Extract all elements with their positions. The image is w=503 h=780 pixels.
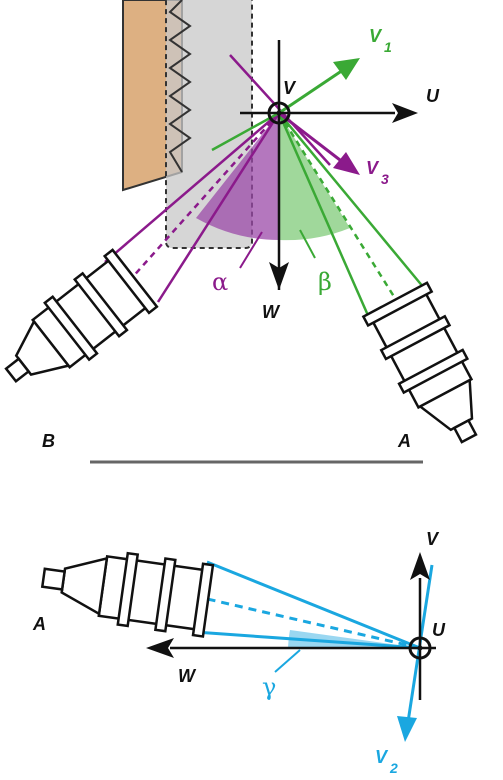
camera-a-top-body bbox=[361, 281, 478, 444]
top-w-axis-label: W bbox=[262, 302, 281, 322]
bottom-u-axis-label: U bbox=[432, 620, 446, 640]
bottom-v-axis-arrowhead bbox=[410, 552, 430, 580]
gamma-wedge bbox=[288, 630, 420, 648]
top-axes bbox=[240, 40, 395, 290]
camera-a-bottom-rays bbox=[194, 560, 421, 650]
v2-subscript: 2 bbox=[389, 760, 398, 776]
camera-b-body bbox=[4, 248, 159, 384]
camera-b-label: B bbox=[42, 431, 55, 451]
camera-a-bottom-label: A bbox=[32, 614, 46, 634]
bottom-w-axis-label: W bbox=[178, 666, 197, 686]
v1-label: V bbox=[369, 26, 383, 46]
gamma-label: γ bbox=[262, 673, 276, 701]
top-origin-marker bbox=[267, 101, 291, 125]
gamma-leader bbox=[274, 649, 301, 673]
sawtooth-edge bbox=[168, 0, 192, 173]
bottom-w-axis-arrowhead bbox=[146, 638, 174, 658]
top-v-axis-label: V bbox=[283, 78, 297, 98]
w-axis-arrowhead bbox=[269, 262, 289, 290]
u-axis-arrowhead bbox=[392, 103, 418, 123]
camera-a-top-label: A bbox=[397, 431, 411, 451]
beta-leader bbox=[299, 229, 316, 259]
alpha-leader bbox=[239, 231, 263, 269]
v3-label: V bbox=[366, 158, 380, 178]
top-u-axis-label: U bbox=[426, 86, 440, 106]
v3-vector bbox=[278, 111, 360, 175]
camera-a-rays bbox=[211, 111, 425, 321]
beta-label: β bbox=[318, 268, 332, 296]
bottom-v-axis-label: V bbox=[426, 529, 440, 549]
bottom-origin-marker bbox=[408, 636, 432, 660]
v1-vector bbox=[278, 58, 360, 115]
beta-wedge bbox=[279, 113, 350, 241]
camera-a-bottom-body bbox=[40, 551, 215, 638]
v2-label: V bbox=[375, 747, 389, 767]
alpha-label: α bbox=[212, 268, 228, 296]
v1-subscript: 1 bbox=[384, 39, 392, 55]
v3-subscript: 3 bbox=[381, 171, 389, 187]
